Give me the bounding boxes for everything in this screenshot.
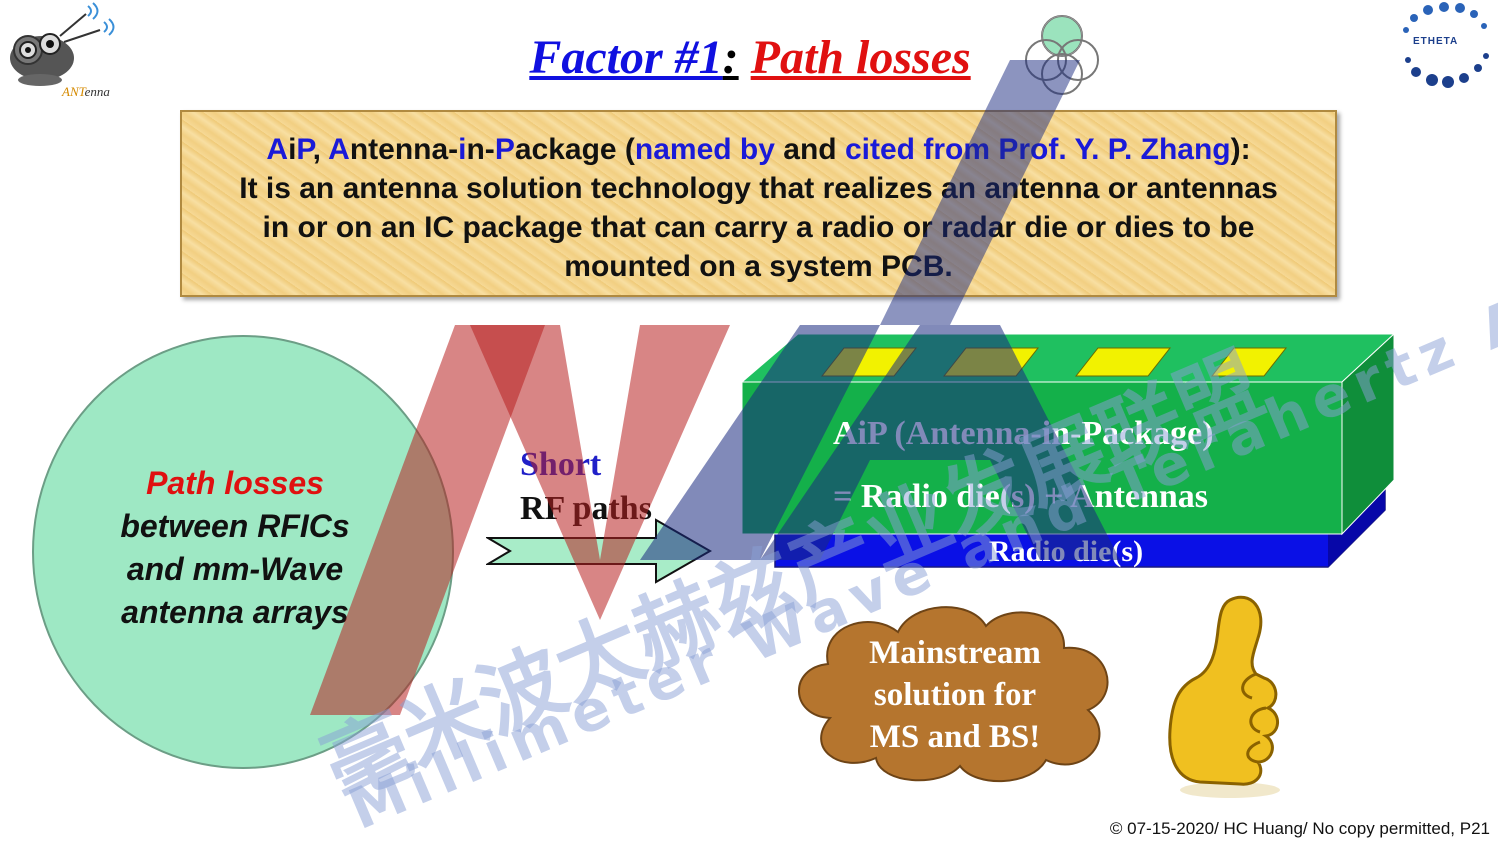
aip-definition-heading: AiP, Antenna-in-Package (named by and ci… bbox=[266, 133, 1251, 166]
antenna-logo-text: ANTenna bbox=[62, 84, 110, 99]
cloud-line: MS and BS! bbox=[869, 719, 1041, 755]
venn-circles-icon bbox=[1025, 15, 1099, 95]
aip-label: AiP (Antenna-in-Package) bbox=[833, 415, 1214, 452]
cloud-text: Mainstream solution for MS and BS! bbox=[845, 632, 1065, 758]
short-label: Short bbox=[520, 446, 602, 483]
cloud-line: Mainstream bbox=[869, 635, 1041, 671]
cloud-line: solution for bbox=[873, 677, 1037, 713]
antenna-patch bbox=[1210, 347, 1288, 377]
aip-equation: = Radio die(s) + Antennas bbox=[833, 478, 1209, 515]
path-losses-text: Path losses between RFICs and mm-Wave an… bbox=[80, 462, 390, 634]
rf-paths-label: RF paths bbox=[520, 490, 652, 527]
thumbs-up-icon bbox=[1168, 595, 1280, 798]
antenna-robot-logo bbox=[10, 2, 115, 86]
aip-definition-line: in or on an IC package that can carry a … bbox=[262, 211, 1255, 244]
aip-definition-line: It is an antenna solution technology tha… bbox=[239, 172, 1278, 205]
mainstream-cloud bbox=[798, 606, 1109, 783]
aip-definition-box: AiP, Antenna-in-Package (named by and ci… bbox=[180, 110, 1337, 297]
circle-line: Path losses bbox=[146, 465, 324, 501]
etheta-logo-text: ETHETA bbox=[1413, 36, 1459, 47]
etheta-logo bbox=[1403, 2, 1489, 88]
copyright-footer: © 07-15-2020/ HC Huang/ No copy permitte… bbox=[1109, 819, 1490, 838]
circle-line: antenna arrays bbox=[121, 594, 349, 630]
circle-line: and mm-Wave bbox=[126, 551, 344, 587]
slide-title: Factor #1: Path losses bbox=[529, 31, 971, 84]
circle-line: between RFICs bbox=[120, 508, 350, 544]
radio-die-label: Radio die(s) bbox=[988, 535, 1144, 568]
aip-definition-line: mounted on a system PCB. bbox=[564, 250, 953, 283]
